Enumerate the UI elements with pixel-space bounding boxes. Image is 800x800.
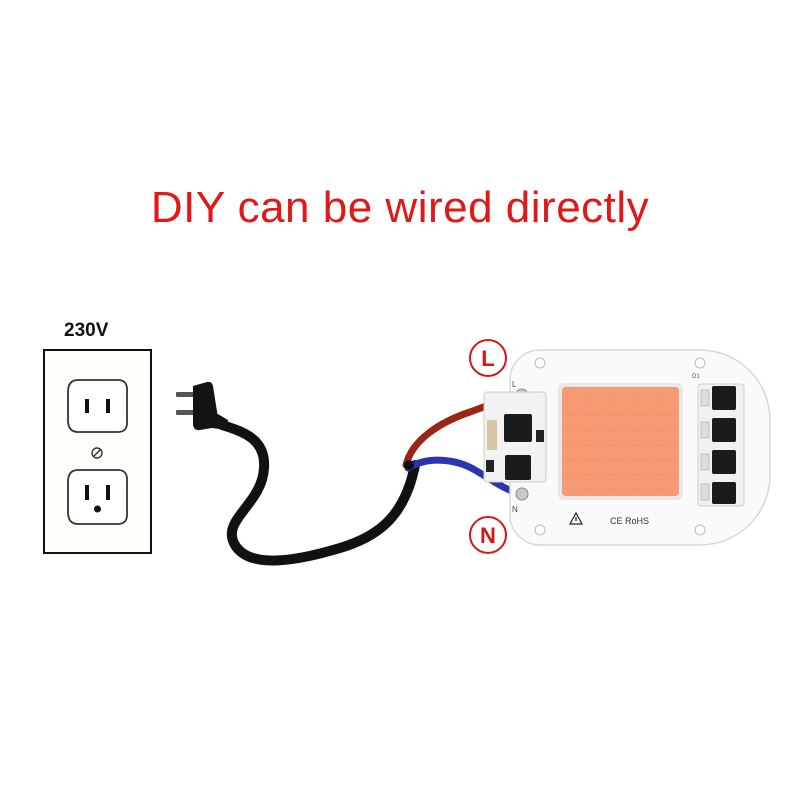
live-pad-label: L	[512, 380, 517, 389]
slot-icon	[85, 485, 89, 500]
neutral-terminal-label: N	[480, 523, 496, 548]
pcb-marking: D1	[692, 374, 700, 380]
mount-hole	[534, 524, 546, 536]
ic-chip	[504, 414, 532, 442]
live-callout-ring	[469, 339, 507, 377]
live-terminal-label: L	[481, 346, 494, 371]
ic-chip	[505, 455, 531, 480]
upper-receptacle	[67, 379, 128, 433]
rectifier-area	[697, 383, 745, 507]
rectifier-chips	[700, 386, 736, 504]
lower-receptacle	[67, 469, 128, 525]
screw-icon	[91, 447, 103, 459]
wall-outlet	[43, 349, 152, 554]
mount-hole	[694, 524, 706, 536]
ground-hole-icon	[94, 505, 101, 513]
slot-icon	[106, 399, 110, 413]
smd-component	[486, 460, 494, 472]
neutral-pad	[515, 487, 529, 501]
led-driver-board: L N D1	[483, 349, 771, 546]
led-die-grid	[566, 399, 676, 491]
slot-icon	[106, 485, 110, 500]
neutral-callout: N	[469, 516, 507, 554]
slot-icon	[85, 399, 89, 413]
plug-icon	[176, 381, 228, 431]
smd-component	[536, 430, 544, 442]
neutral-callout-ring	[469, 516, 507, 554]
page-title: DIY can be wired directly	[150, 183, 650, 232]
wire-split	[404, 460, 414, 470]
neutral-wire	[404, 456, 525, 498]
resistor	[487, 420, 497, 450]
warning-icon	[568, 511, 584, 525]
power-cable	[217, 420, 420, 566]
neutral-pad-label: N	[512, 505, 518, 514]
live-callout: L	[469, 339, 507, 377]
mount-hole	[694, 357, 706, 369]
mount-hole	[534, 357, 546, 369]
voltage-label: 230V	[64, 320, 109, 341]
led-chip	[562, 387, 679, 496]
cert-text: CE RoHS	[610, 516, 649, 526]
